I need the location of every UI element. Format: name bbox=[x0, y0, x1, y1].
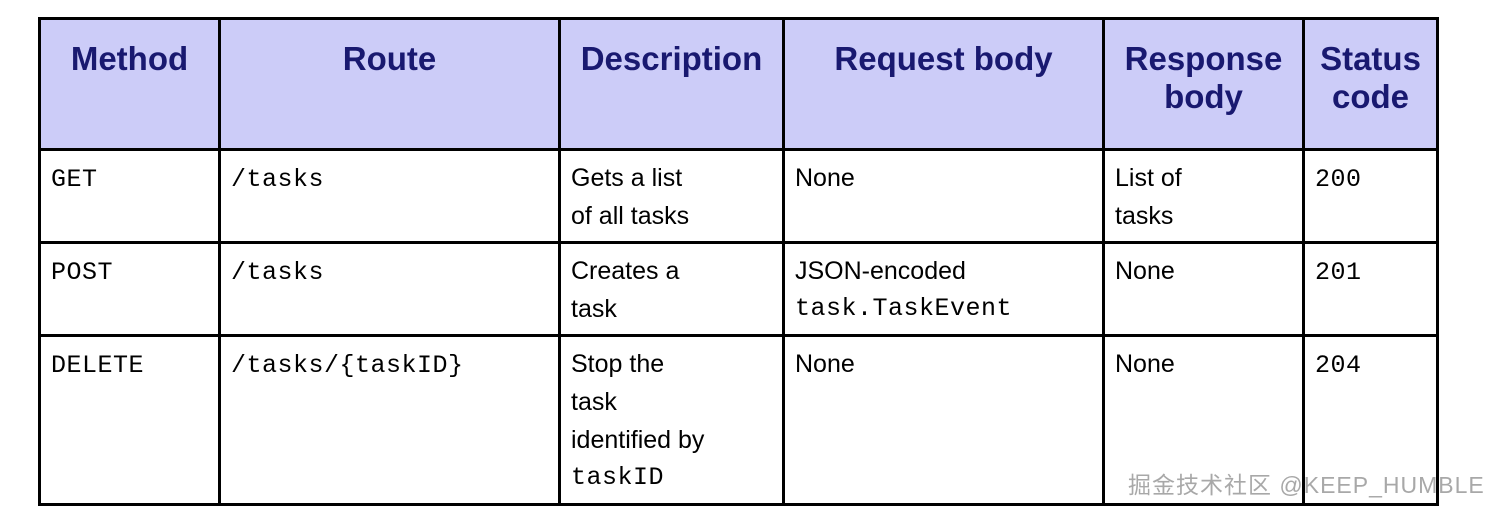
request-body-line: JSON-encoded bbox=[795, 257, 966, 285]
api-endpoints-table-container: Method Route Description Request body Re… bbox=[38, 17, 1439, 506]
cell-request-body: None bbox=[782, 148, 1105, 244]
description-line: of all tasks bbox=[571, 202, 690, 230]
column-header-status-code: Status code bbox=[1302, 17, 1439, 151]
cell-route: /tasks bbox=[218, 148, 561, 244]
description-line: task bbox=[571, 388, 617, 416]
response-body-line: List of bbox=[1115, 164, 1182, 192]
cell-method: DELETE bbox=[38, 334, 221, 506]
cell-response-body: None bbox=[1102, 334, 1305, 506]
method-value: GET bbox=[51, 165, 98, 194]
route-value: /tasks/{taskID} bbox=[231, 351, 464, 380]
method-value: DELETE bbox=[51, 351, 145, 380]
table-header-row: Method Route Description Request body Re… bbox=[38, 17, 1439, 151]
response-body-line: None bbox=[1115, 257, 1175, 285]
status-code-value: 204 bbox=[1315, 351, 1362, 380]
description-line: Gets a list bbox=[571, 164, 683, 192]
status-code-value: 201 bbox=[1315, 258, 1362, 287]
request-body-line: None bbox=[795, 164, 855, 192]
description-param: taskID bbox=[571, 463, 665, 492]
response-body-line: tasks bbox=[1115, 202, 1174, 230]
column-header-request-body: Request body bbox=[782, 17, 1105, 151]
description-line: Stop the bbox=[571, 350, 665, 378]
cell-method: GET bbox=[38, 148, 221, 244]
method-value: POST bbox=[51, 258, 114, 287]
cell-request-body: JSON-encoded task.TaskEvent bbox=[782, 241, 1105, 337]
cell-response-body: None bbox=[1102, 241, 1305, 337]
description-line: Creates a bbox=[571, 257, 680, 285]
response-body-line: None bbox=[1115, 350, 1175, 378]
description-line: identified by bbox=[571, 426, 705, 454]
cell-status-code: 201 bbox=[1302, 241, 1439, 337]
cell-description: Stop the task identified by taskID bbox=[558, 334, 785, 506]
column-header-method: Method bbox=[38, 17, 221, 151]
description-line: task bbox=[571, 295, 617, 323]
table-row: POST /tasks Creates a task JSON-encoded … bbox=[38, 241, 1439, 337]
cell-route: /tasks/{taskID} bbox=[218, 334, 561, 506]
route-value: /tasks bbox=[231, 258, 325, 287]
cell-route: /tasks bbox=[218, 241, 561, 337]
cell-status-code: 200 bbox=[1302, 148, 1439, 244]
column-header-response-body: Response body bbox=[1102, 17, 1305, 151]
cell-response-body: List of tasks bbox=[1102, 148, 1305, 244]
table-body: GET /tasks Gets a list of all tasks None bbox=[38, 148, 1439, 506]
table-row: GET /tasks Gets a list of all tasks None bbox=[38, 148, 1439, 244]
route-value: /tasks bbox=[231, 165, 325, 194]
table-row: DELETE /tasks/{taskID} Stop the task ide… bbox=[38, 334, 1439, 506]
cell-description: Creates a task bbox=[558, 241, 785, 337]
request-body-type: task.TaskEvent bbox=[795, 294, 1013, 323]
api-endpoints-table: Method Route Description Request body Re… bbox=[38, 17, 1439, 506]
cell-status-code: 204 bbox=[1302, 334, 1439, 506]
cell-request-body: None bbox=[782, 334, 1105, 506]
cell-method: POST bbox=[38, 241, 221, 337]
table-header: Method Route Description Request body Re… bbox=[38, 17, 1439, 151]
cell-description: Gets a list of all tasks bbox=[558, 148, 785, 244]
column-header-route: Route bbox=[218, 17, 561, 151]
column-header-description: Description bbox=[558, 17, 785, 151]
status-code-value: 200 bbox=[1315, 165, 1362, 194]
request-body-line: None bbox=[795, 350, 855, 378]
